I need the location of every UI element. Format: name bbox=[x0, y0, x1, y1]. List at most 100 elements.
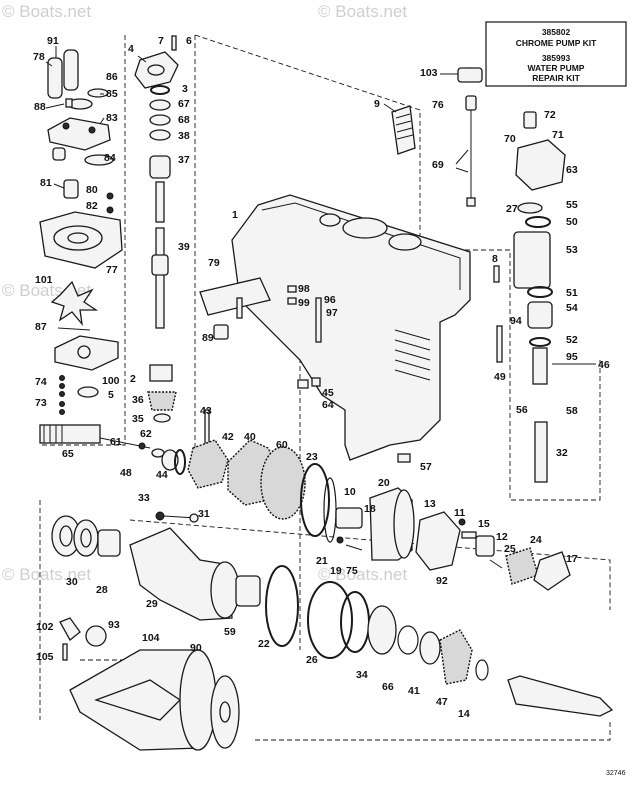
callout-label: 82 bbox=[86, 200, 98, 212]
callout-label: 95 bbox=[566, 351, 578, 363]
callout-label: 15 bbox=[478, 518, 490, 530]
callout-label: 85 bbox=[106, 88, 118, 100]
callout-label: 71 bbox=[552, 129, 564, 141]
callout-label: 1 bbox=[232, 209, 238, 221]
callout-label: 97 bbox=[326, 307, 338, 319]
callout-label: 84 bbox=[104, 152, 116, 164]
callout-label: 103 bbox=[420, 67, 438, 79]
callout-label: 36 bbox=[132, 394, 144, 406]
watermark-text: © Boats.net bbox=[2, 565, 91, 584]
callout-label: 21 bbox=[316, 555, 328, 567]
callout-label: 96 bbox=[324, 294, 336, 306]
drive-shaft-column bbox=[134, 35, 179, 423]
callout-label: 42 bbox=[222, 431, 234, 443]
callout-label: 17 bbox=[566, 553, 578, 565]
callout-label: 100 bbox=[102, 375, 120, 387]
callout-label: 88 bbox=[34, 101, 46, 113]
kit-name-chrome: CHROME PUMP KIT bbox=[516, 38, 597, 48]
callout-label: 28 bbox=[96, 584, 108, 596]
callout-label: 58 bbox=[566, 405, 578, 417]
water-tube-and-shift bbox=[391, 67, 566, 483]
callout-label: 66 bbox=[382, 681, 394, 693]
callout-label: 30 bbox=[66, 576, 78, 588]
callout-label: 67 bbox=[178, 98, 190, 110]
trim-tab-area bbox=[199, 277, 411, 463]
callout-labels: 91 78 86 88 85 83 84 81 80 82 77 101 87 … bbox=[33, 35, 610, 720]
callout-label: 54 bbox=[566, 302, 578, 314]
callout-label: 99 bbox=[298, 297, 310, 309]
callout-label: 10 bbox=[344, 486, 356, 498]
callout-label: 41 bbox=[408, 685, 420, 697]
callout-label: 11 bbox=[454, 507, 465, 519]
callout-label: 29 bbox=[146, 598, 158, 610]
callout-label: 40 bbox=[244, 431, 256, 443]
callout-label: 49 bbox=[494, 371, 506, 383]
callout-label: 86 bbox=[106, 71, 118, 83]
callout-label: 8 bbox=[492, 253, 498, 265]
callout-label: 12 bbox=[496, 531, 508, 543]
gear-train-middle bbox=[174, 409, 571, 591]
callout-label: 56 bbox=[516, 404, 528, 416]
kit-name-repair-1: WATER PUMP bbox=[528, 63, 585, 73]
callout-label: 53 bbox=[566, 244, 578, 256]
water-pump-stack bbox=[39, 49, 179, 471]
callout-label: 46 bbox=[598, 359, 610, 371]
callout-label: 77 bbox=[106, 264, 118, 276]
callout-label: 62 bbox=[140, 428, 152, 440]
callout-label: 64 bbox=[322, 399, 334, 411]
callout-label: 63 bbox=[566, 164, 578, 176]
callout-label: 3 bbox=[182, 83, 188, 95]
callout-label: 87 bbox=[35, 321, 47, 333]
callout-label: 73 bbox=[35, 397, 47, 409]
callout-label: 93 bbox=[108, 619, 120, 631]
kit-name-repair-2: REPAIR KIT bbox=[532, 73, 580, 83]
callout-label: 38 bbox=[178, 130, 190, 142]
callout-label: 83 bbox=[106, 112, 118, 124]
propeller-assembly bbox=[59, 617, 240, 751]
callout-label: 81 bbox=[40, 177, 52, 189]
callout-label: 32 bbox=[556, 447, 568, 459]
callout-label: 94 bbox=[510, 315, 522, 327]
callout-label: 79 bbox=[208, 257, 220, 269]
callout-label: 98 bbox=[298, 283, 310, 295]
callout-label: 20 bbox=[378, 477, 390, 489]
callout-label: 90 bbox=[190, 642, 202, 654]
callout-label: 76 bbox=[432, 99, 444, 111]
callout-label: 75 bbox=[346, 565, 358, 577]
callout-label: 48 bbox=[120, 467, 132, 479]
drawing-number: 32746 bbox=[606, 770, 626, 777]
callout-label: 102 bbox=[36, 621, 54, 633]
watermark-text: © Boats.net bbox=[2, 2, 91, 21]
callout-label: 5 bbox=[108, 389, 114, 401]
callout-label: 13 bbox=[424, 498, 436, 510]
callout-label: 104 bbox=[142, 632, 160, 644]
callout-label: 18 bbox=[364, 503, 376, 515]
callout-label: 101 bbox=[35, 274, 53, 286]
callout-label: 23 bbox=[306, 451, 318, 463]
callout-label: 19 bbox=[330, 565, 342, 577]
callout-label: 34 bbox=[356, 669, 368, 681]
callout-label: 44 bbox=[156, 469, 168, 481]
callout-label: 2 bbox=[130, 373, 136, 385]
callout-label: 24 bbox=[530, 534, 542, 546]
callout-label: 4 bbox=[128, 43, 134, 55]
callout-label: 45 bbox=[322, 387, 334, 399]
callout-label: 47 bbox=[436, 696, 448, 708]
leader-lines bbox=[45, 46, 596, 365]
callout-label: 68 bbox=[178, 114, 190, 126]
callout-label: 51 bbox=[566, 287, 578, 299]
callout-label: 52 bbox=[566, 334, 578, 346]
callout-label: 61 bbox=[110, 436, 122, 448]
callout-label: 69 bbox=[432, 159, 444, 171]
callout-label: 31 bbox=[198, 508, 210, 520]
watermark-text: © Boats.net bbox=[318, 2, 407, 21]
callout-label: 33 bbox=[138, 492, 150, 504]
callout-label: 80 bbox=[86, 184, 98, 196]
callout-label: 9 bbox=[374, 98, 380, 110]
callout-label: 55 bbox=[566, 199, 578, 211]
callout-label: 72 bbox=[544, 109, 556, 121]
callout-label: 91 bbox=[47, 35, 59, 47]
kit-number-chrome: 385802 bbox=[542, 27, 571, 37]
callout-label: 35 bbox=[132, 413, 144, 425]
